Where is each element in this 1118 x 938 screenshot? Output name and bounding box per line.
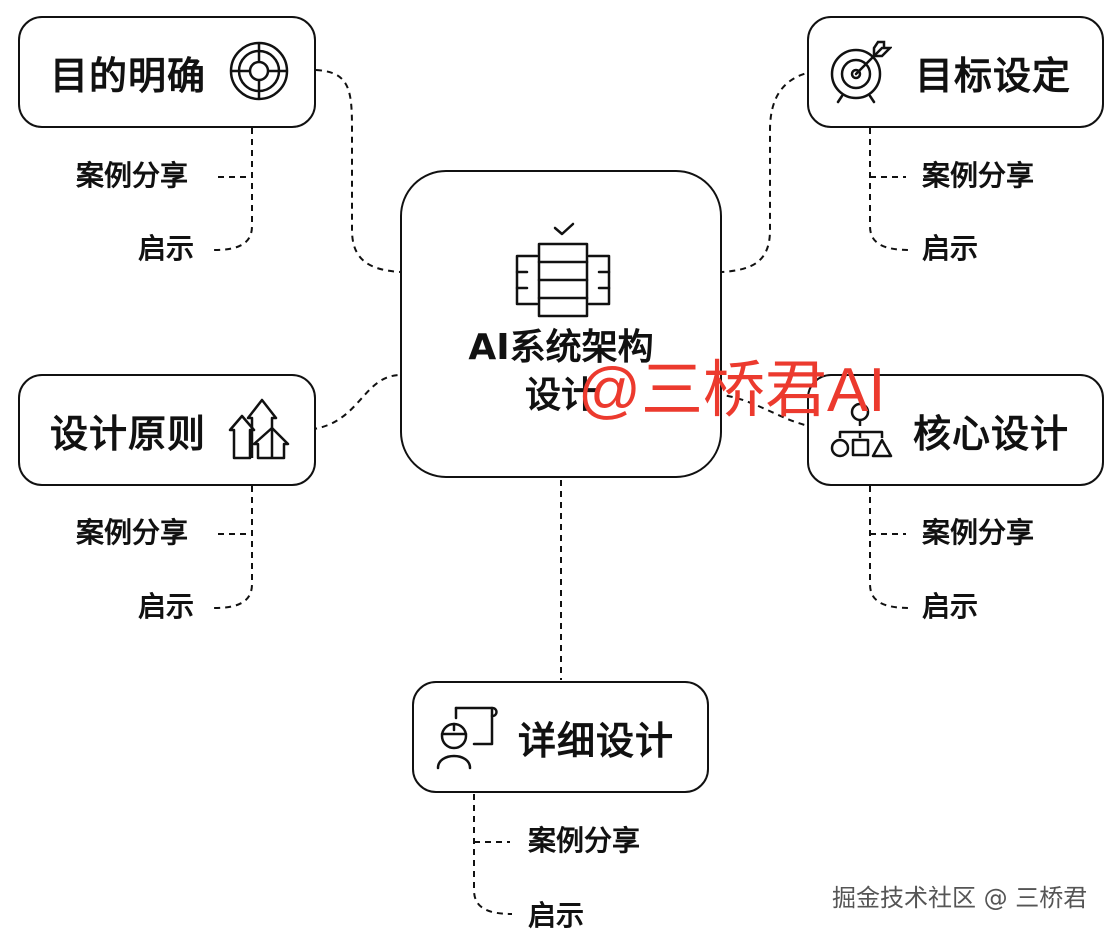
principles-case: 案例分享	[76, 516, 189, 549]
center-title-line1: AI系统架构	[468, 327, 654, 368]
node-purpose-title: 目的明确	[50, 53, 207, 98]
purpose-insight: 启示	[138, 232, 195, 265]
node-principles-title: 设计原则	[50, 411, 207, 456]
goal-case: 案例分享	[922, 159, 1035, 192]
target-arrow-icon	[830, 40, 892, 104]
node-purpose: 目的明确	[18, 16, 316, 128]
principles-insight: 启示	[138, 590, 195, 623]
node-detailed: 详细设计	[412, 681, 709, 793]
center-node: AI系统架构 设计	[400, 170, 722, 478]
hierarchy-shapes-icon	[830, 402, 893, 458]
server-rack-icon	[515, 222, 611, 318]
up-arrows-icon	[228, 398, 290, 460]
center-title: AI系统架构 设计	[402, 324, 720, 420]
footer-credit: 掘金技术社区 @ 三桥君	[832, 884, 1088, 912]
detailed-insight: 启示	[528, 899, 585, 932]
goal-insight: 启示	[922, 232, 979, 265]
node-detailed-title: 详细设计	[518, 718, 675, 763]
node-goal: 目标设定	[807, 16, 1104, 128]
detailed-case: 案例分享	[528, 824, 641, 857]
node-core: 核心设计	[807, 374, 1104, 486]
engineer-blueprint-icon	[436, 706, 498, 770]
node-goal-title: 目标设定	[915, 53, 1072, 98]
node-principles: 设计原则	[18, 374, 316, 486]
core-insight: 启示	[922, 590, 979, 623]
watermark: @三桥君AI	[578, 356, 886, 425]
purpose-case: 案例分享	[76, 159, 189, 192]
core-case: 案例分享	[922, 516, 1035, 549]
center-title-line2: 设计	[524, 375, 597, 416]
crosshair-icon	[229, 41, 289, 101]
node-core-title: 核心设计	[913, 411, 1070, 456]
